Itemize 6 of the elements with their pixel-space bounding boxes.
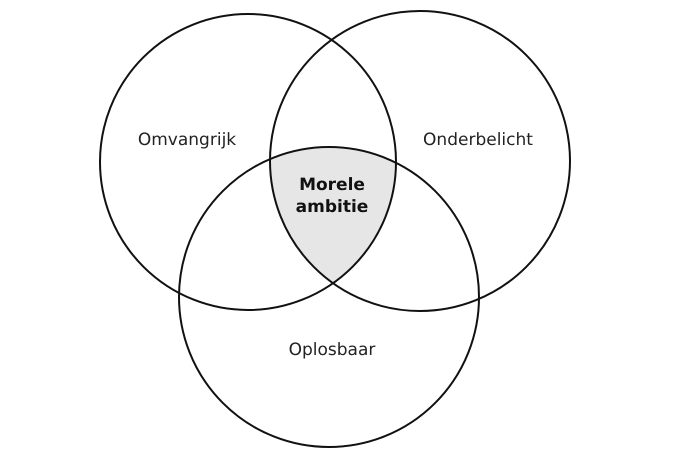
venn-circle	[99, 13, 397, 311]
region-label: Morele ambitie	[294, 174, 370, 218]
set-label: Oplosbaar	[288, 338, 376, 362]
set-label: Omvangrijk	[138, 128, 236, 152]
set-label: Onderbelicht	[423, 128, 533, 152]
venn-circle	[269, 10, 571, 312]
